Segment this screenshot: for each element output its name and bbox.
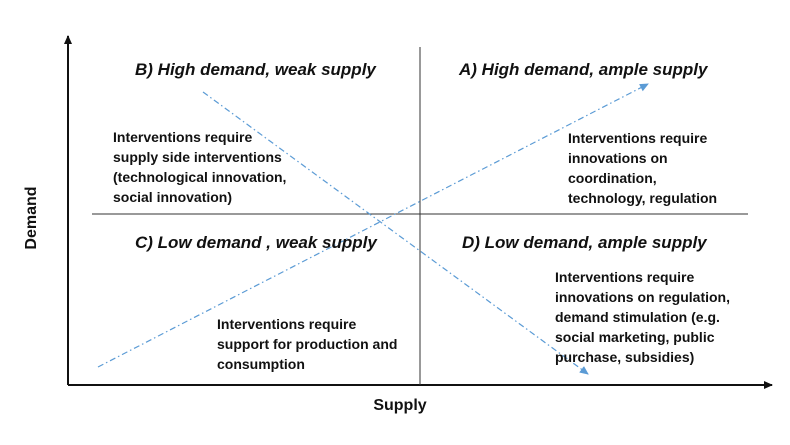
quadrant-b-title: B) High demand, weak supply xyxy=(135,60,376,79)
quadrant-c-title: C) Low demand , weak supply xyxy=(135,233,377,252)
quadrant-b-text: Interventions require supply side interv… xyxy=(113,129,287,205)
quadrant-a-title: A) High demand, ample supply xyxy=(459,60,708,79)
falling-trend-arrow xyxy=(202,91,589,375)
y-axis-label: Demand xyxy=(23,186,40,250)
rising-trend-arrow xyxy=(97,83,649,368)
quadrant-c-text: Interventions require support for produc… xyxy=(217,316,398,372)
quadrant-d-text: Interventions require innovations on reg… xyxy=(555,269,730,365)
x-axis-label: Supply xyxy=(373,397,427,414)
quadrant-a-text: Interventions require innovations on coo… xyxy=(568,130,718,206)
quadrant-d-title: D) Low demand, ample supply xyxy=(462,233,707,252)
